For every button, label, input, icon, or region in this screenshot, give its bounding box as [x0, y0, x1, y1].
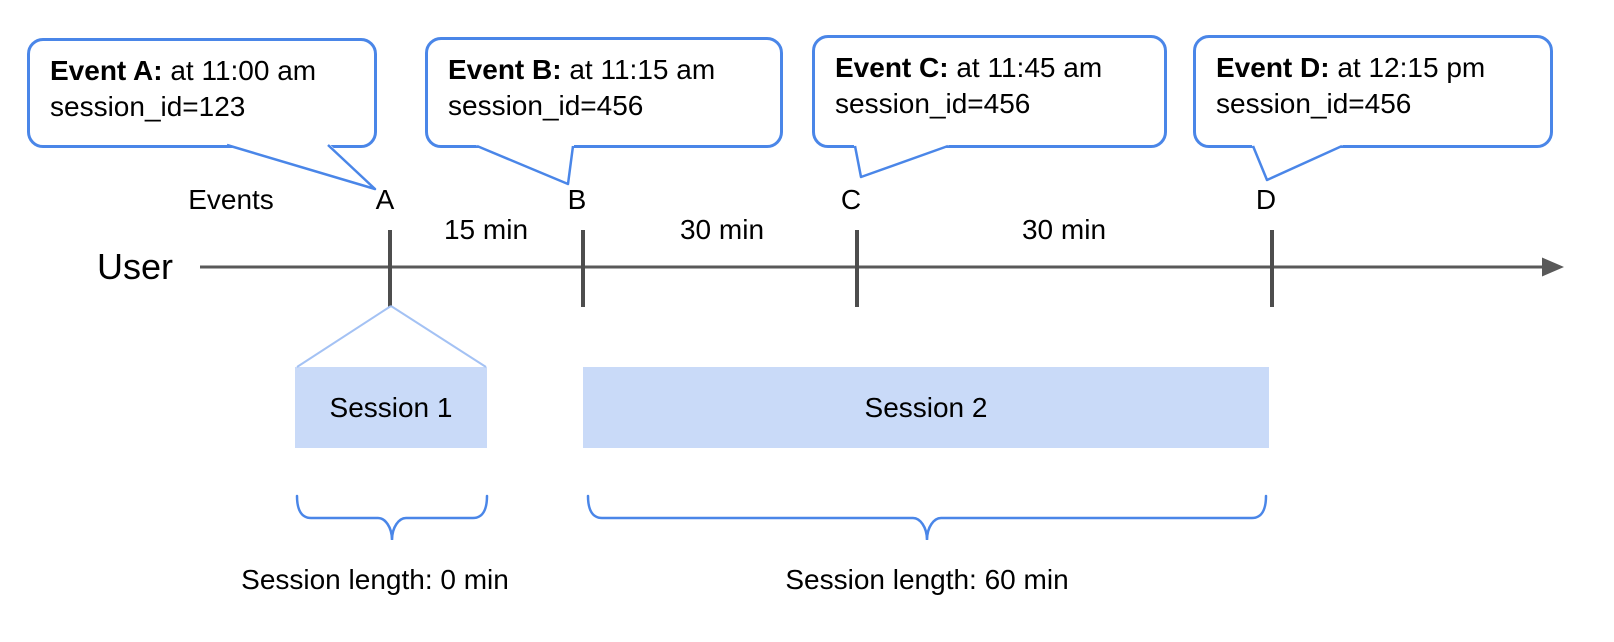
session-1-length-label: Session length: 0 min — [241, 564, 509, 595]
session-2-box: Session 2 — [583, 367, 1269, 448]
callout-d-line1: Event D: at 12:15 pm — [1216, 50, 1530, 86]
callout-tail-c — [853, 144, 949, 179]
event-callout-a: Event A: at 11:00 am session_id=123 — [27, 38, 377, 148]
callout-b-line1: Event B: at 11:15 am — [448, 52, 760, 88]
timeline-arrowhead-icon — [1542, 257, 1564, 277]
callout-tail-b — [476, 144, 575, 186]
callout-d-session-id: session_id=456 — [1216, 88, 1412, 119]
session-1-brace — [295, 494, 489, 541]
event-callout-c: Event C: at 11:45 am session_id=456 — [812, 35, 1167, 148]
session-1-box: Session 1 — [295, 367, 487, 448]
event-marker-label-c: C — [840, 184, 862, 215]
event-callout-d: Event D: at 12:15 pm session_id=456 — [1193, 35, 1553, 148]
callout-b-time: at 11:15 am — [561, 54, 716, 85]
event-marker-label-b: B — [567, 184, 587, 215]
event-marker-label-d: D — [1255, 184, 1277, 215]
callout-a-line1: Event A: at 11:00 am — [50, 53, 354, 89]
callout-c-session-id: session_id=456 — [835, 88, 1031, 119]
callout-c-line1: Event C: at 11:45 am — [835, 50, 1144, 86]
callout-c-time: at 11:45 am — [948, 52, 1103, 83]
callout-a-session-id: session_id=123 — [50, 91, 246, 122]
interval-label-c-d: 30 min — [1021, 214, 1107, 245]
callout-b-title: Event B: — [448, 54, 562, 85]
event-marker-label-a: A — [375, 184, 395, 215]
callout-a-time: at 11:00 am — [162, 55, 317, 86]
session-2-brace — [586, 494, 1268, 541]
session-2-length-label: Session length: 60 min — [785, 564, 1069, 595]
interval-label-a-b: 15 min — [443, 214, 529, 245]
callout-d-time: at 12:15 pm — [1329, 52, 1486, 83]
session-2-label: Session 2 — [864, 391, 988, 423]
event-callout-b: Event B: at 11:15 am session_id=456 — [425, 37, 783, 148]
session-1-funnel-lines — [296, 305, 487, 368]
user-axis-label: User — [97, 246, 174, 287]
callout-tail-d — [1251, 144, 1343, 182]
callout-a-title: Event A: — [50, 55, 163, 86]
callout-tail-a — [226, 143, 377, 191]
interval-label-b-c: 30 min — [679, 214, 765, 245]
session-1-label: Session 1 — [329, 391, 453, 423]
events-axis-label: Events — [188, 184, 274, 215]
callout-c-title: Event C: — [835, 52, 949, 83]
callout-b-session-id: session_id=456 — [448, 90, 644, 121]
callout-d-title: Event D: — [1216, 52, 1330, 83]
